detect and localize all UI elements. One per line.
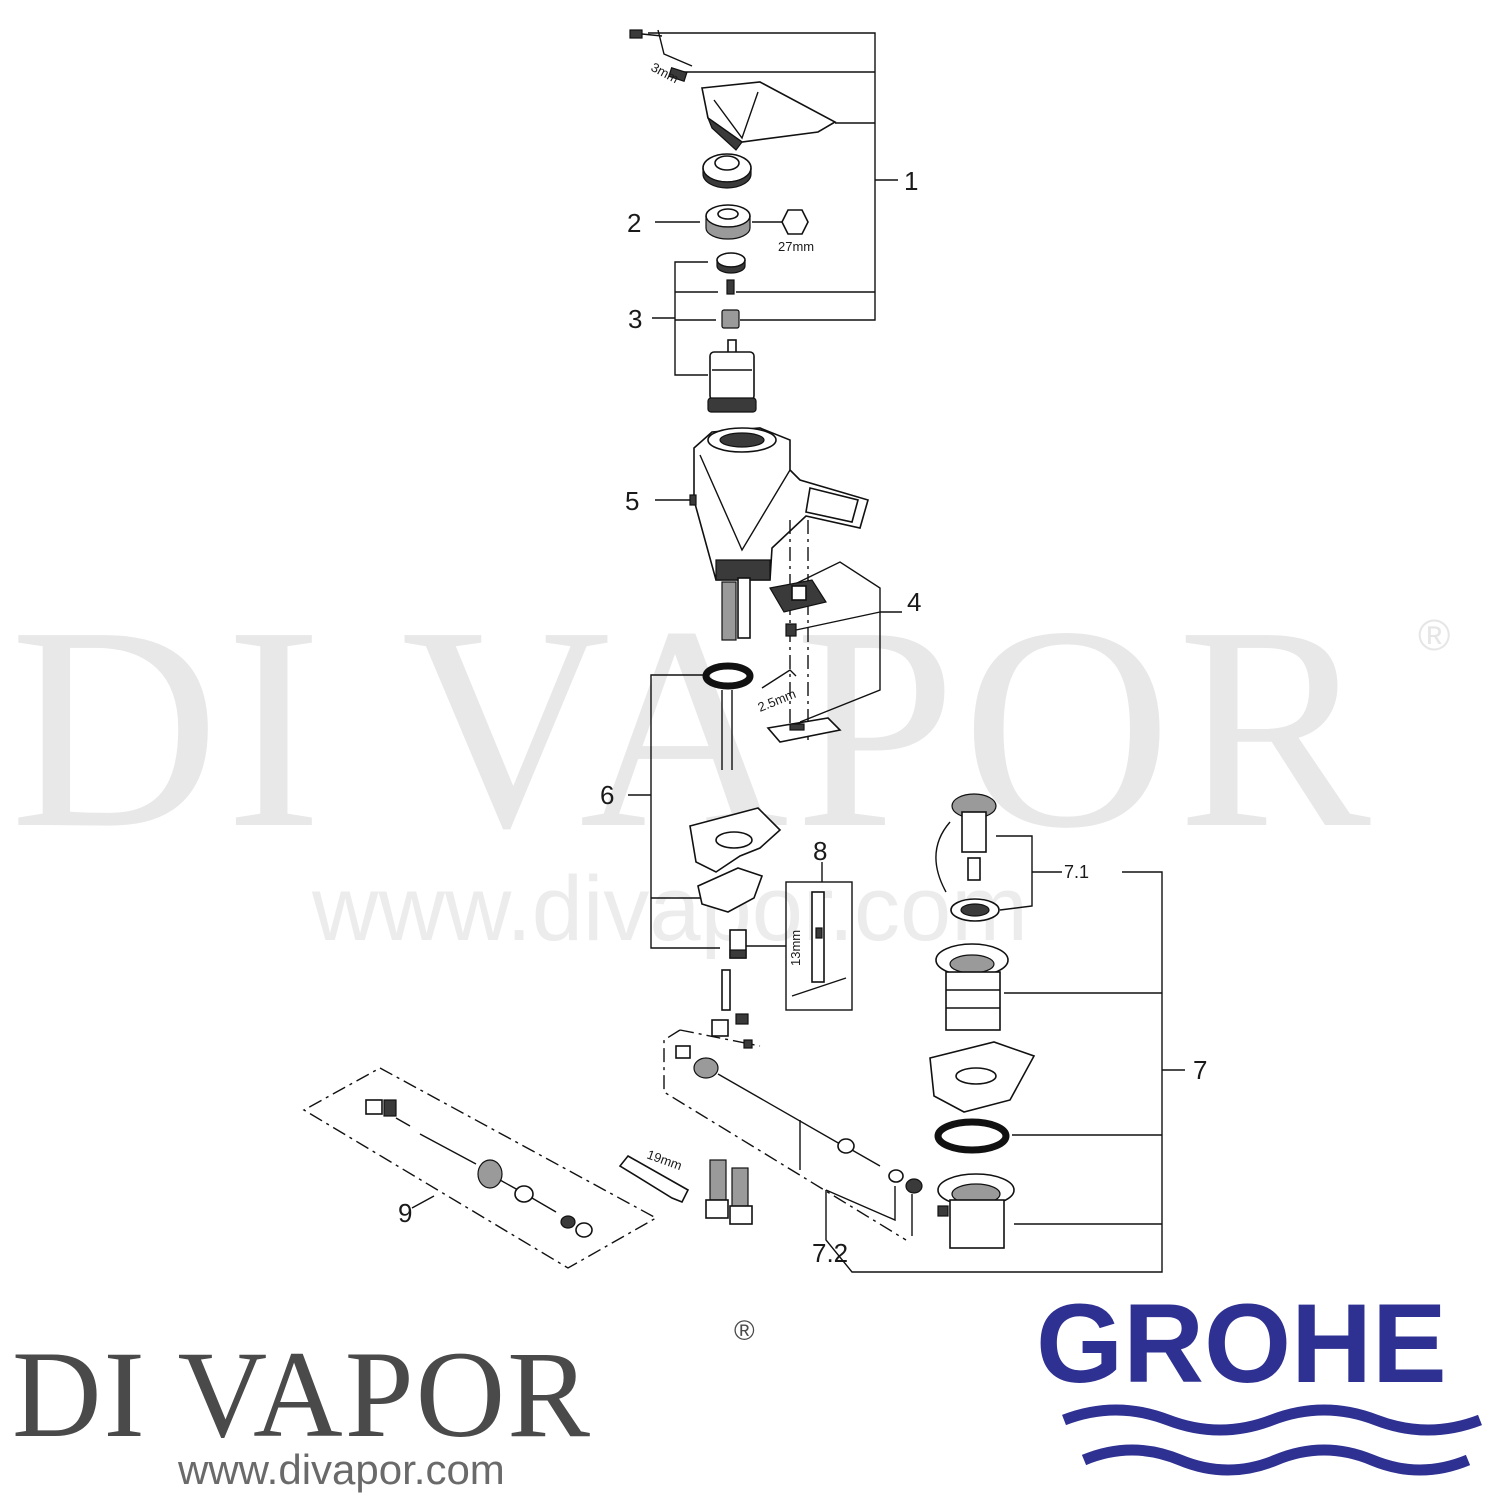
footer-divapor-logo: DI VAPOR ® www.divapor.com	[12, 1315, 755, 1493]
grohe-wave-2	[1081, 1444, 1471, 1476]
cartridge	[707, 252, 757, 413]
bracket-1	[648, 32, 898, 321]
callout-2: 2	[627, 208, 641, 238]
dim-13mm: 13mm	[788, 930, 803, 966]
hose-connectors	[618, 1154, 753, 1225]
grohe-wave-1	[1062, 1404, 1482, 1436]
bracket-6	[628, 674, 720, 949]
callout-7: 7	[1193, 1055, 1207, 1085]
alt-linkage	[302, 1067, 658, 1269]
fixing-set	[689, 662, 782, 1011]
watermark: DI VAPOR ® www.divapor.com	[10, 567, 1450, 960]
popup-linkage	[663, 1013, 923, 1241]
callout-7.2: 7.2	[812, 1238, 848, 1268]
assembly-tool	[746, 881, 853, 1011]
callout-5: 5	[625, 486, 639, 516]
grohe-logo: GROHE	[1036, 1281, 1482, 1476]
footer-url: www.divapor.com	[177, 1446, 505, 1493]
mixer-body	[689, 427, 869, 641]
callout-4: 4	[907, 587, 921, 617]
bracket-4	[789, 520, 902, 740]
watermark-registered: ®	[1418, 611, 1450, 660]
callout-3: 3	[628, 304, 642, 334]
bracket-7	[825, 871, 1185, 1273]
lever-screw	[629, 29, 693, 82]
bracket-3	[652, 261, 718, 376]
cartridge-nut	[705, 204, 809, 240]
dim-27mm: 27mm	[778, 239, 814, 254]
callout-1: 1	[904, 166, 918, 196]
callout-8: 8	[813, 836, 827, 866]
cover-ring	[702, 153, 752, 189]
bracket-7.1	[996, 835, 1062, 911]
waste-assembly	[929, 793, 1036, 1249]
grohe-wordmark: GROHE	[1036, 1281, 1447, 1406]
watermark-brand: DI VAPOR	[10, 567, 1377, 888]
watermark-url: www.divapor.com	[311, 858, 1028, 960]
dim-3mm: 3mm	[649, 59, 682, 86]
callout-6: 6	[600, 780, 614, 810]
callout-7.1: 7.1	[1064, 862, 1089, 882]
footer-registered: ®	[734, 1315, 755, 1346]
lever-handle	[701, 81, 837, 151]
aerator-plate	[761, 579, 842, 743]
callout-9: 9	[398, 1198, 412, 1228]
footer-brand: DI VAPOR	[12, 1326, 592, 1463]
